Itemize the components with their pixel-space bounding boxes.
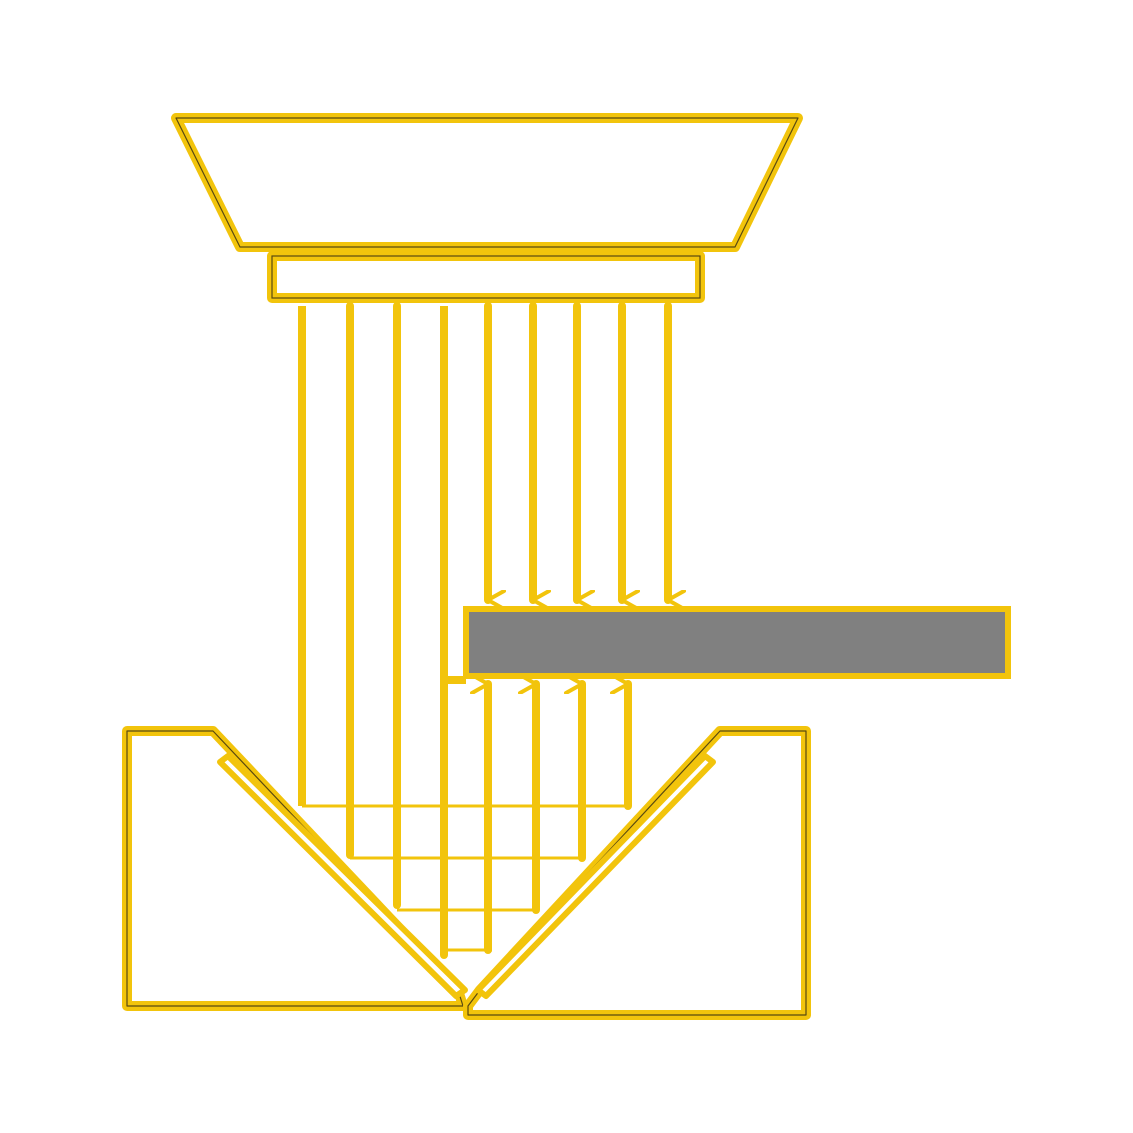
- reflector-housing: [171, 113, 803, 252]
- reflector-housing-inner: [175, 117, 799, 248]
- v-reflector-block: [122, 726, 811, 1020]
- sample-strip: [463, 606, 1011, 679]
- upward-beams: [488, 684, 632, 954]
- reflector-block-left: [122, 726, 468, 1011]
- bundle-divider: [440, 306, 466, 684]
- crossing-beams: [302, 804, 631, 952]
- lamp-collar-inner: [271, 255, 701, 299]
- right-mirror-strip: [475, 753, 716, 999]
- lamp-collar: [267, 251, 705, 303]
- reflector-block-left-inner: [126, 730, 464, 1007]
- lamp-housing: [171, 113, 803, 303]
- direct-beams: [484, 302, 668, 600]
- left-mirror-strip: [217, 753, 468, 999]
- reflector-block-right: [463, 726, 811, 1020]
